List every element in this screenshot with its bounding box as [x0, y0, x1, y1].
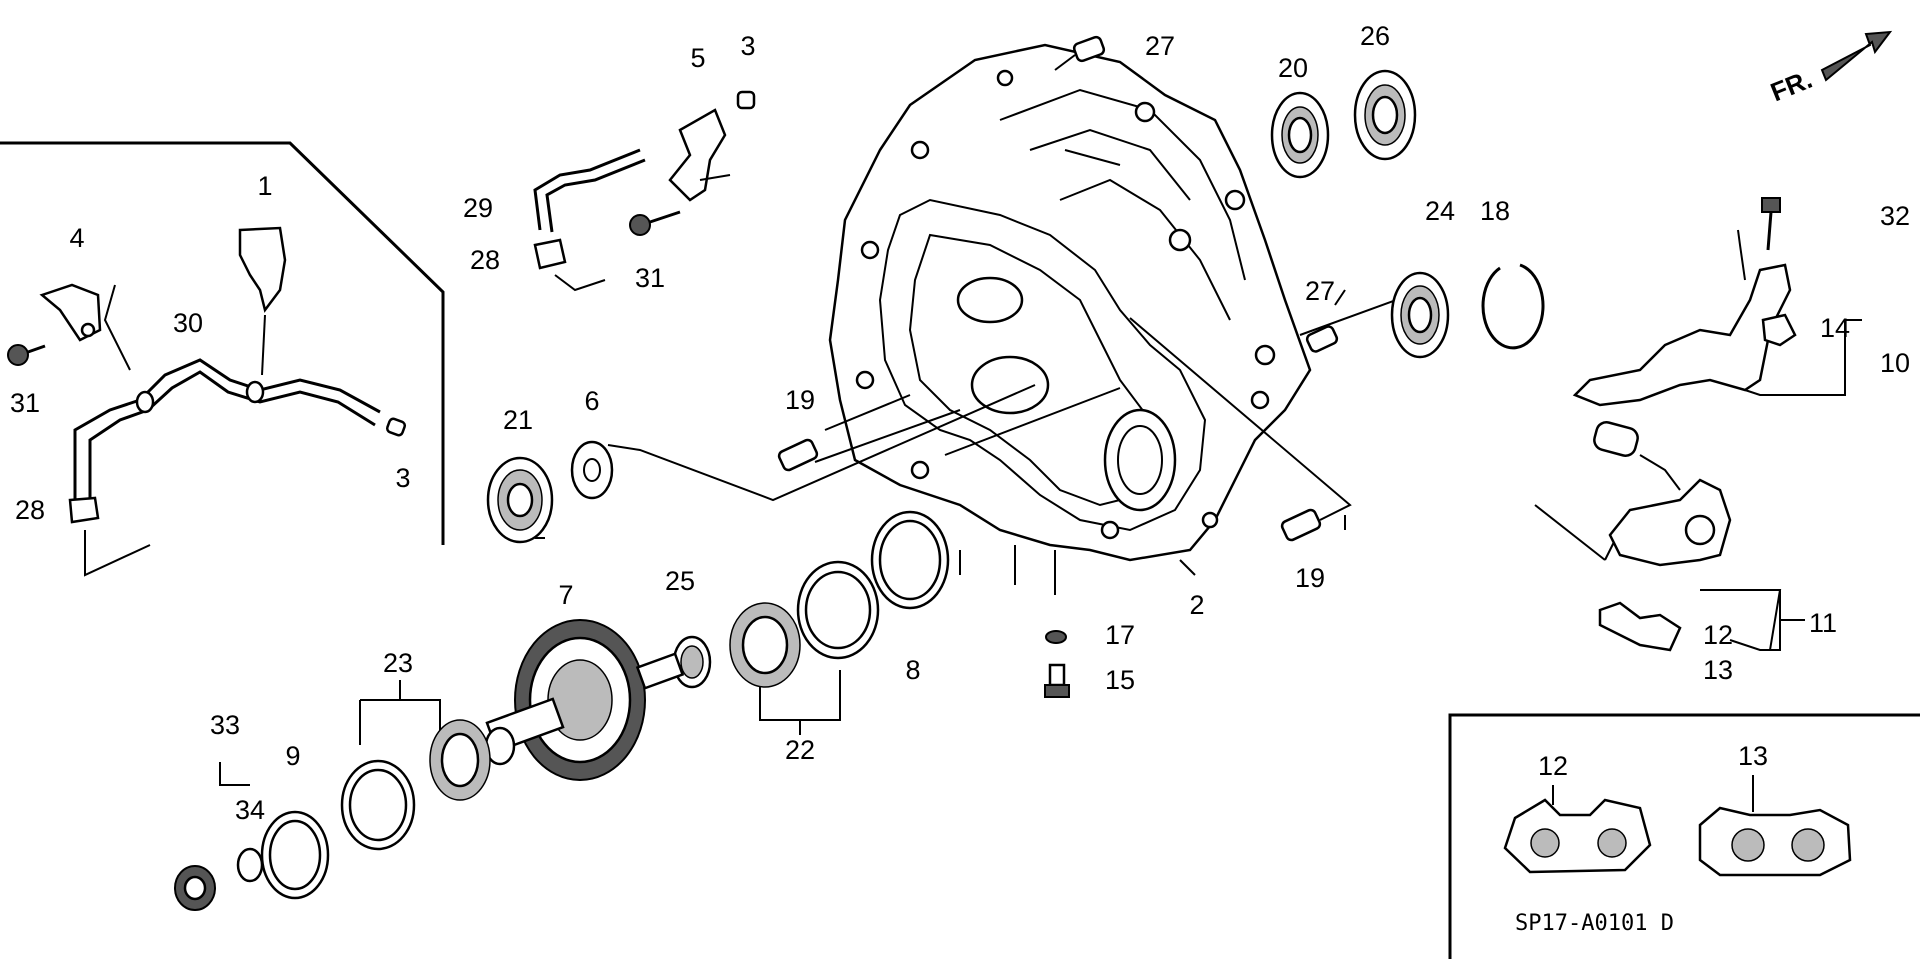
gasket-12-detail	[1503, 798, 1652, 874]
clip-28-left	[68, 496, 100, 524]
seal-6	[570, 440, 614, 500]
bearing-21	[486, 456, 554, 544]
clamp-1	[238, 226, 287, 313]
gasket-12-13	[1598, 601, 1682, 652]
bearing-22	[729, 560, 880, 688]
label-20: 20	[1278, 53, 1308, 83]
label-10: 10	[1880, 348, 1910, 378]
label-19-right: 19	[1295, 563, 1325, 593]
label-26: 26	[1360, 21, 1390, 51]
label-21: 21	[503, 405, 533, 435]
label-31-top: 31	[635, 263, 665, 293]
label-31-left: 31	[10, 388, 40, 418]
label-18: 18	[1480, 196, 1510, 226]
diagram-code: SP17-A0101 D	[1515, 911, 1674, 936]
label-3-left: 3	[395, 463, 410, 493]
cap-3-left	[385, 417, 407, 437]
bearing-25	[672, 635, 712, 689]
label-13-main: 13	[1703, 655, 1733, 685]
label-2: 2	[1189, 590, 1204, 620]
breather-hose-29	[533, 148, 646, 233]
left-inset-frame	[0, 141, 445, 545]
clip-28-top	[533, 238, 567, 270]
bracket-4	[39, 283, 102, 342]
part-labels: 27 26 20 3 5 29 28 31 1 4 30 31 3 28 21 …	[10, 21, 1910, 825]
bearing-24	[1390, 271, 1450, 359]
label-25: 25	[665, 566, 695, 596]
label-3-top: 3	[740, 31, 755, 61]
bearing-26	[1353, 69, 1417, 161]
washer-34	[236, 847, 264, 883]
switch-11	[1593, 421, 1732, 567]
bolt-31-left	[7, 344, 46, 366]
label-28-left: 28	[15, 495, 45, 525]
plug-33	[174, 865, 216, 911]
label-24: 24	[1425, 196, 1455, 226]
label-23: 23	[383, 648, 413, 678]
label-9: 9	[285, 741, 300, 771]
right-inset-frame	[1448, 713, 1920, 959]
label-13-inset: 13	[1738, 741, 1768, 771]
cap-3-top	[736, 90, 756, 110]
label-8: 8	[905, 655, 920, 685]
bearing-23	[340, 719, 491, 851]
bolt-32	[1761, 197, 1781, 251]
seal-9	[260, 810, 330, 900]
bearing-20	[1270, 91, 1330, 179]
final-gear-7	[484, 619, 685, 781]
bracket-5	[668, 108, 731, 202]
label-17: 17	[1105, 620, 1135, 650]
front-direction-arrow: FR.	[1766, 30, 1893, 108]
label-33: 33	[210, 710, 240, 740]
gasket-13-detail	[1698, 806, 1852, 877]
label-5: 5	[690, 43, 705, 73]
label-12-main: 12	[1703, 620, 1733, 650]
label-28-top: 28	[470, 245, 500, 275]
label-12-inset: 12	[1538, 751, 1568, 781]
label-27-top: 27	[1145, 31, 1175, 61]
label-32: 32	[1880, 201, 1910, 231]
label-34: 34	[235, 795, 265, 825]
label-19-left: 19	[785, 385, 815, 415]
label-1: 1	[257, 171, 272, 201]
snap-ring-18	[1481, 263, 1545, 350]
clip-14	[1761, 313, 1797, 347]
front-direction-label: FR.	[1766, 64, 1816, 108]
label-15: 15	[1105, 665, 1135, 695]
label-22: 22	[785, 735, 815, 765]
dowel-pins	[777, 35, 1339, 542]
bolt-15-washer-17	[1044, 630, 1070, 698]
shim-8	[870, 510, 950, 610]
label-27-mid: 27	[1305, 276, 1335, 306]
clutch-housing	[828, 43, 1312, 585]
label-4: 4	[69, 223, 84, 253]
bolt-31-top	[629, 210, 681, 236]
label-7: 7	[558, 580, 573, 610]
label-14: 14	[1820, 313, 1850, 343]
inset-label-leaders	[1552, 775, 1754, 812]
label-6: 6	[584, 386, 599, 416]
bracket-10	[1572, 263, 1792, 407]
label-11: 11	[1809, 608, 1837, 638]
hose-30	[73, 358, 381, 500]
label-29: 29	[463, 193, 493, 223]
label-30: 30	[173, 308, 203, 338]
